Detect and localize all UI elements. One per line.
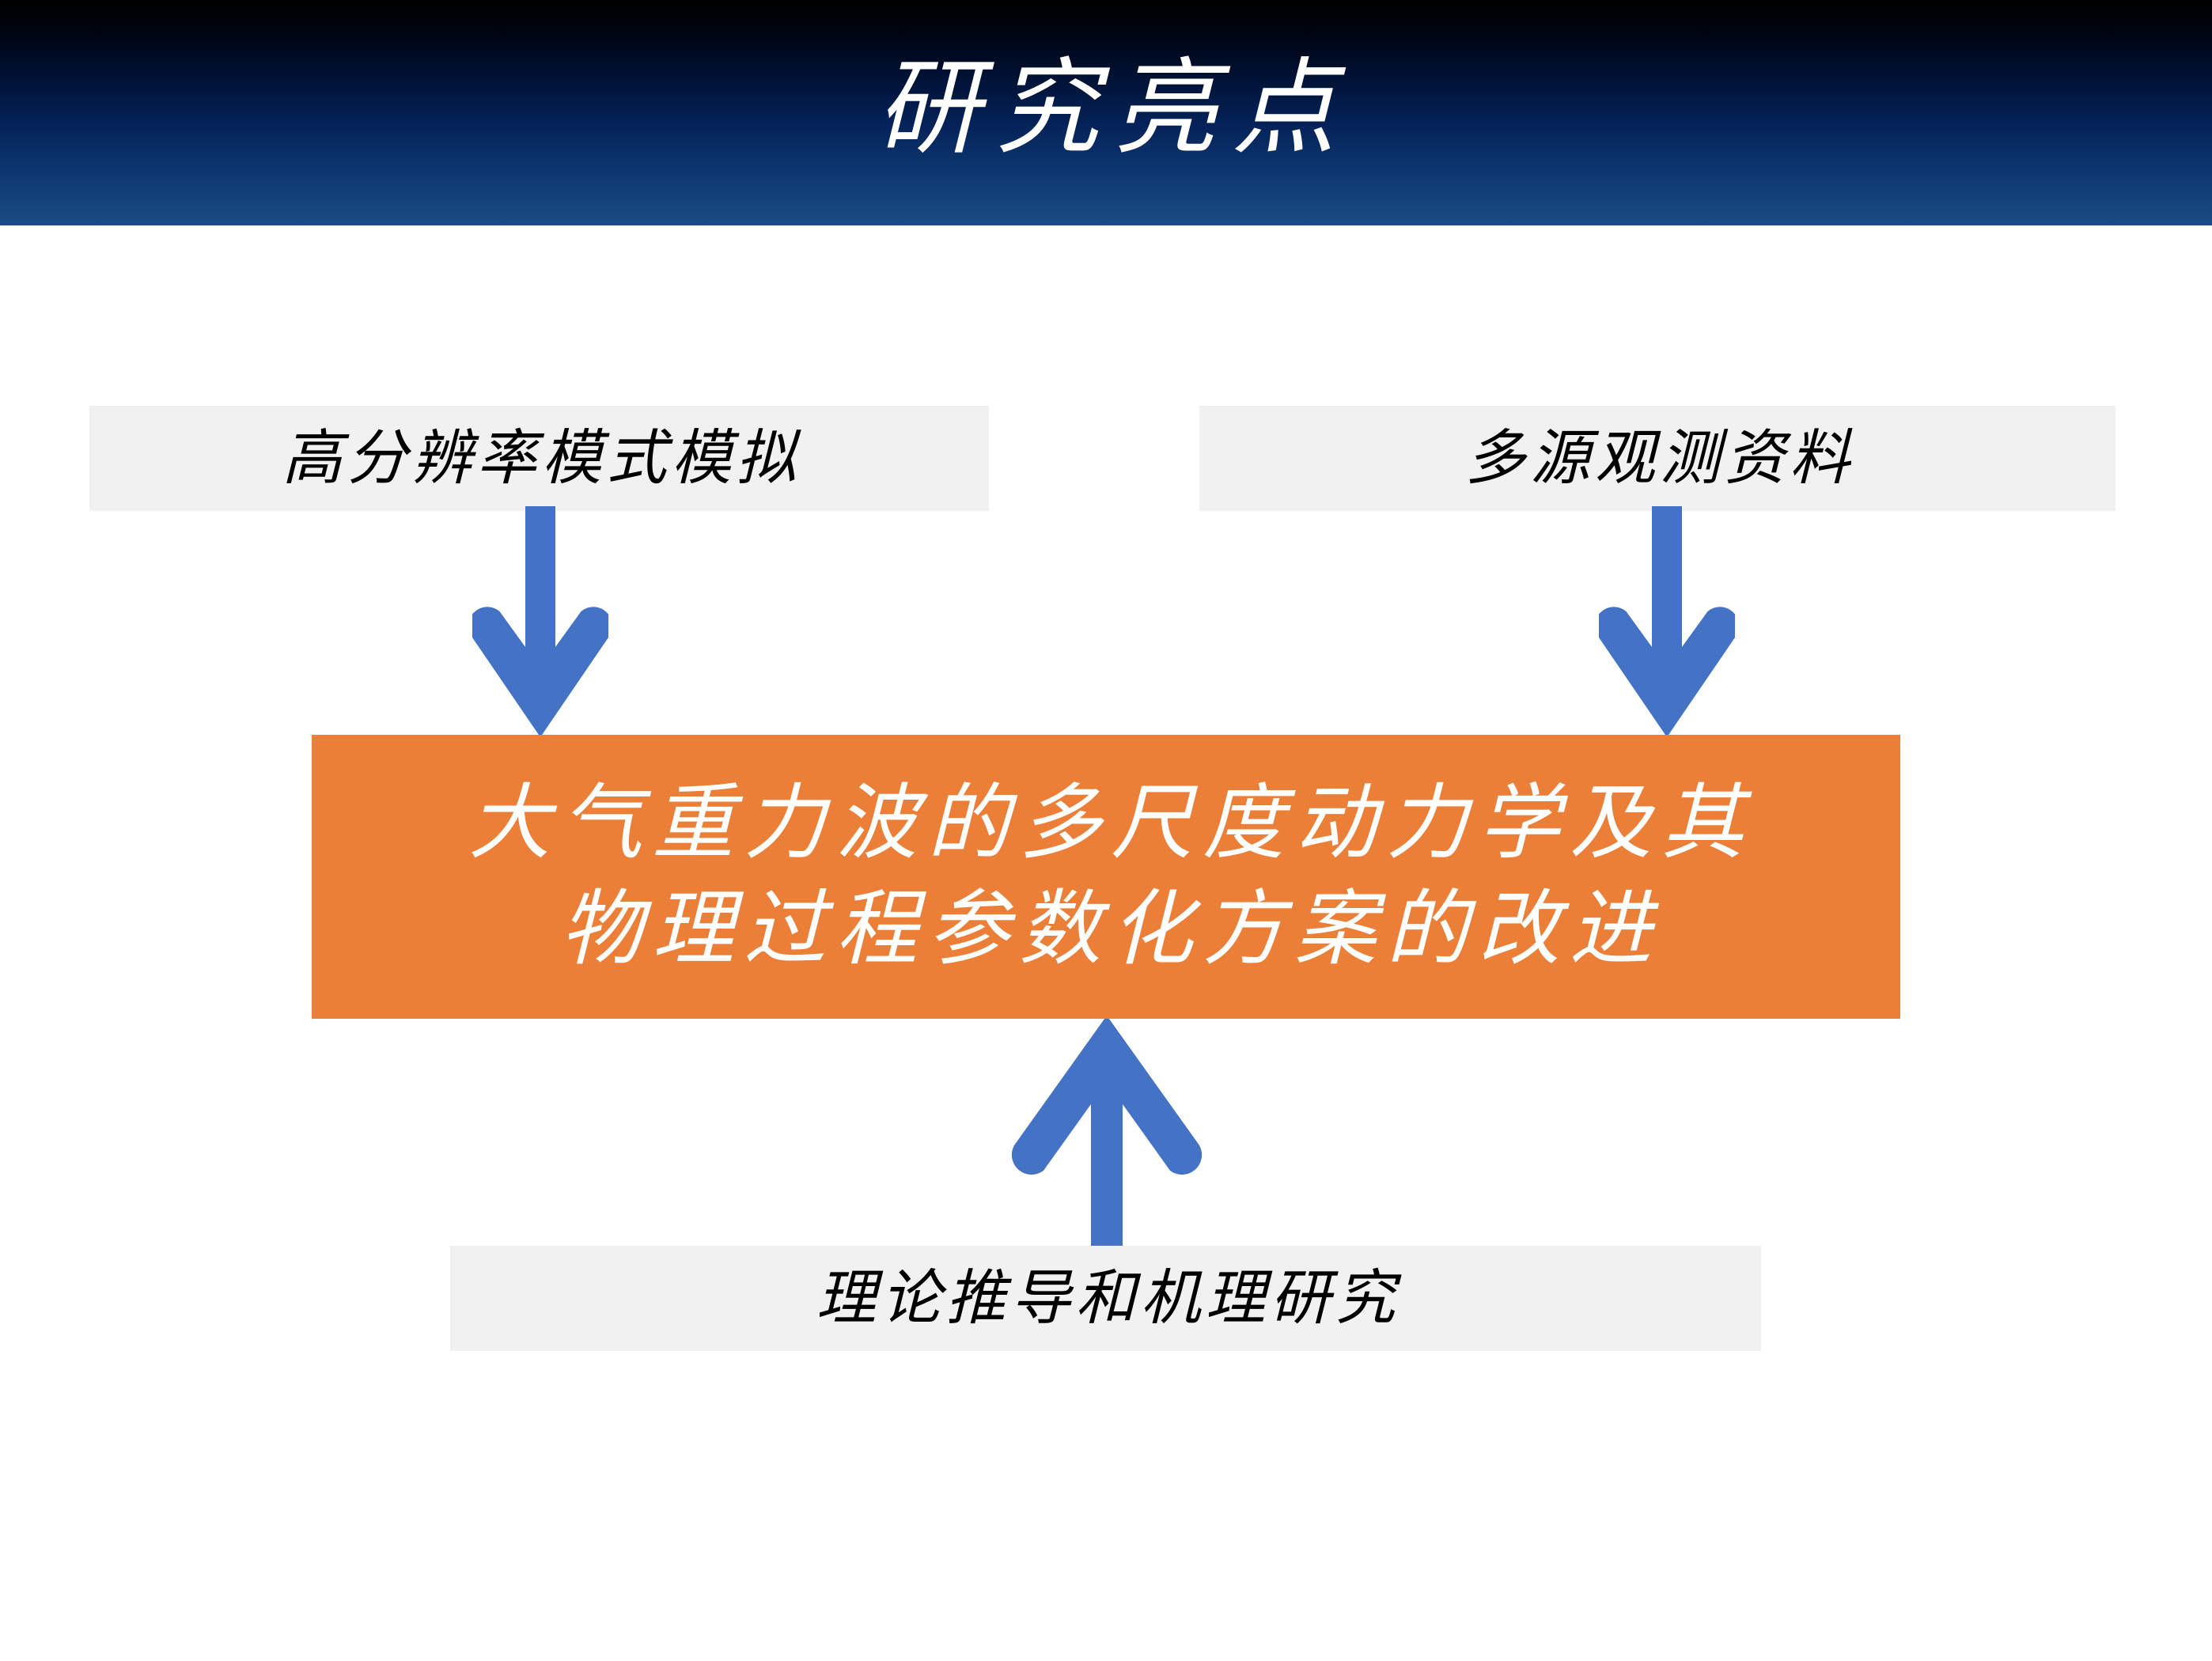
central-topic-line-2: 物理过程参数化方案的改进 xyxy=(559,883,1661,975)
arrow-down-icon-observation xyxy=(1599,506,1735,737)
arrow-down-icon-high-resolution xyxy=(472,506,608,737)
page-title: 研究亮点 xyxy=(876,50,1350,167)
input-box-observation: 多源观测资料 xyxy=(1199,406,2115,511)
input-box-theory: 理论推导和机理研究 xyxy=(450,1246,1761,1351)
central-topic-box: 大气重力波的多尺度动力学及其 物理过程参数化方案的改进 xyxy=(312,735,1900,1019)
input-box-high-resolution: 高分辨率模式模拟 xyxy=(89,406,989,511)
arrow-up-icon-theory xyxy=(1003,1016,1210,1250)
central-topic-line-1: 大气重力波的多尺度动力学及其 xyxy=(468,778,1753,870)
title-banner xyxy=(0,0,2212,225)
